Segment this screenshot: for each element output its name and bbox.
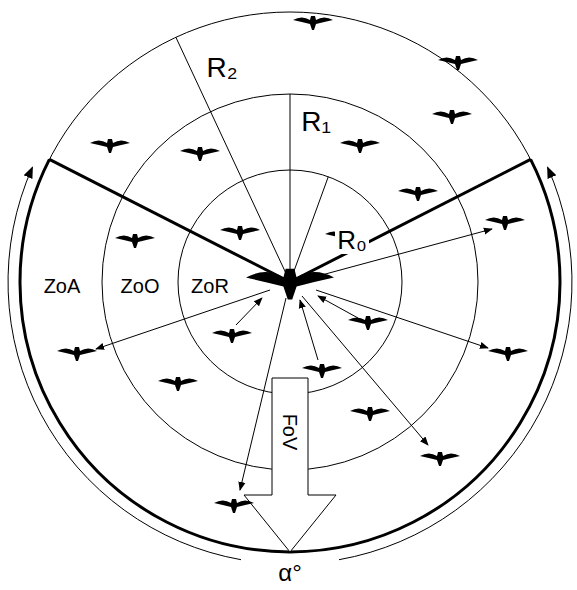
- angle-arrow: [339, 167, 572, 559]
- fov-label: FoV: [279, 412, 301, 453]
- radius-label: R₁: [299, 107, 333, 138]
- bird-flock: [57, 16, 528, 513]
- angle-arrow: [8, 167, 241, 559]
- fov-boundary: [290, 159, 531, 282]
- radius-label: R₀: [335, 226, 369, 255]
- angle-label: α°: [276, 560, 303, 586]
- zone-label: ZoR: [189, 275, 231, 297]
- radius-line: [176, 37, 290, 282]
- fov-boundary: [49, 159, 290, 282]
- fov-arrow: [244, 378, 336, 552]
- zone-label: ZoA: [42, 275, 83, 297]
- radius-line: [290, 94, 291, 282]
- radius-label: R₂: [204, 53, 239, 84]
- focal-bird: [246, 269, 334, 300]
- zoa-circle: [20, 12, 560, 552]
- zone-label: ZoO: [119, 275, 162, 297]
- interaction-arrows: [96, 229, 492, 490]
- fov-arc: [20, 159, 560, 552]
